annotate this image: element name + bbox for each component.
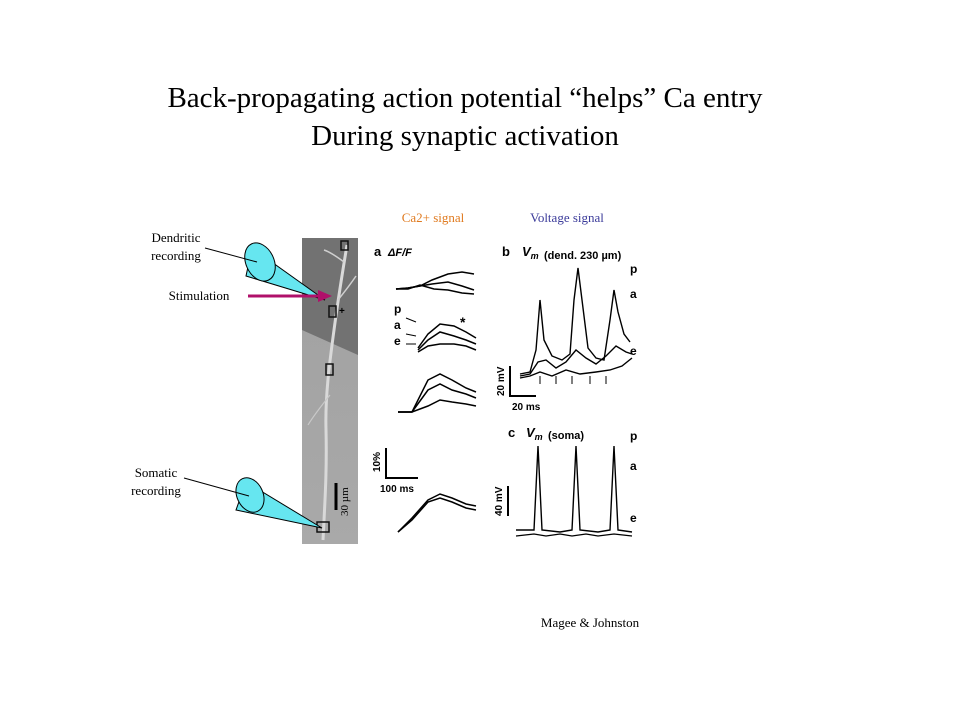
ca-signal-label: Ca2+ signal [401, 210, 465, 225]
ca-trace [398, 399, 477, 413]
panel-a: a ΔF/F p a e * 10% 100 ms [372, 244, 477, 533]
dendritic-label-line1: Dendritic [151, 230, 201, 245]
ca-scale-percent: 10% [372, 452, 383, 472]
dendrite-branch [323, 249, 345, 263]
panel-a-letter: a [374, 244, 382, 259]
roi-box [340, 240, 349, 251]
ca-scale-time: 100 ms [380, 484, 414, 495]
somatic-recording-label: Somatic recording [120, 464, 192, 500]
trace-label-a: a [394, 318, 401, 332]
roi-marker: + [339, 306, 345, 317]
voltage-scale-b: 20 mV [496, 366, 507, 396]
stimulation-arrow [248, 290, 332, 302]
voltage-trace-soma [516, 445, 633, 533]
panel-b: b Vm (dend. 230 µm) p a e 20 mV 20 ms [496, 244, 637, 413]
ca-trace [397, 497, 477, 533]
dendritic-recording-label: Dendritic recording [140, 229, 212, 265]
trace-label-a: a [630, 287, 637, 301]
panel-a-unit: ΔF/F [387, 247, 412, 259]
ca-trace [397, 493, 477, 533]
panel-c-vm: Vm [526, 425, 543, 442]
ca-trace [396, 284, 475, 295]
ca-trace [417, 323, 477, 349]
somatic-label-line1: Somatic [134, 465, 178, 480]
voltage-scale-bar-b [509, 366, 536, 397]
panel-b-vm: Vm [522, 244, 539, 261]
trace-label-e: e [394, 334, 401, 348]
neuron-micrograph: + 30 µm [302, 238, 358, 544]
trace-label-a: a [630, 459, 637, 473]
dendrite-main [321, 244, 349, 541]
trace-marker-star: * [460, 314, 466, 330]
dendritic-label-line2: recording [151, 248, 201, 263]
slide-title-line2: During synaptic activation [311, 120, 619, 152]
voltage-trace-e [519, 357, 633, 379]
voltage-trace-a [519, 345, 633, 377]
voltage-scale-c: 40 mV [494, 486, 505, 516]
ca-trace [395, 281, 475, 291]
panel-c: c Vm (soma) p a e 40 mV [494, 425, 637, 537]
trace-label-e: e [630, 344, 637, 358]
scale-bar-label: 30 µm [339, 487, 351, 516]
dendrite-branch [307, 394, 331, 426]
panel-c-detail: (soma) [548, 430, 584, 442]
figure-panel [368, 238, 640, 544]
panel-b-detail: (dend. 230 µm) [544, 250, 622, 262]
roi-box [325, 363, 334, 376]
somatic-label-line2: recording [131, 483, 181, 498]
trace-label-p: p [394, 302, 401, 316]
stim-ticks [539, 376, 607, 384]
ca-scale-bar [385, 448, 418, 479]
ca-trace [417, 343, 477, 353]
voltage-time-b: 20 ms [512, 402, 541, 413]
trace-label-p: p [630, 429, 637, 443]
voltage-trace-soma-e [515, 533, 633, 537]
panel-c-letter: c [508, 425, 515, 440]
voltage-signal-label: Voltage signal [530, 210, 604, 225]
credit-text: Magee & Johnston [540, 615, 640, 630]
trace-label-e: e [630, 511, 637, 525]
trace-label-p: p [630, 262, 637, 276]
ca-trace [417, 331, 477, 351]
roi-box [328, 305, 337, 318]
voltage-trace-p [519, 267, 631, 375]
dendritic-pipette [204, 242, 326, 301]
dendrite-branch [337, 275, 357, 301]
somatic-pipette [183, 477, 323, 529]
stimulation-label: Stimulation [168, 288, 230, 303]
slide-title-line1: Back-propagating action potential “helps… [167, 82, 763, 114]
panel-b-letter: b [502, 244, 510, 259]
